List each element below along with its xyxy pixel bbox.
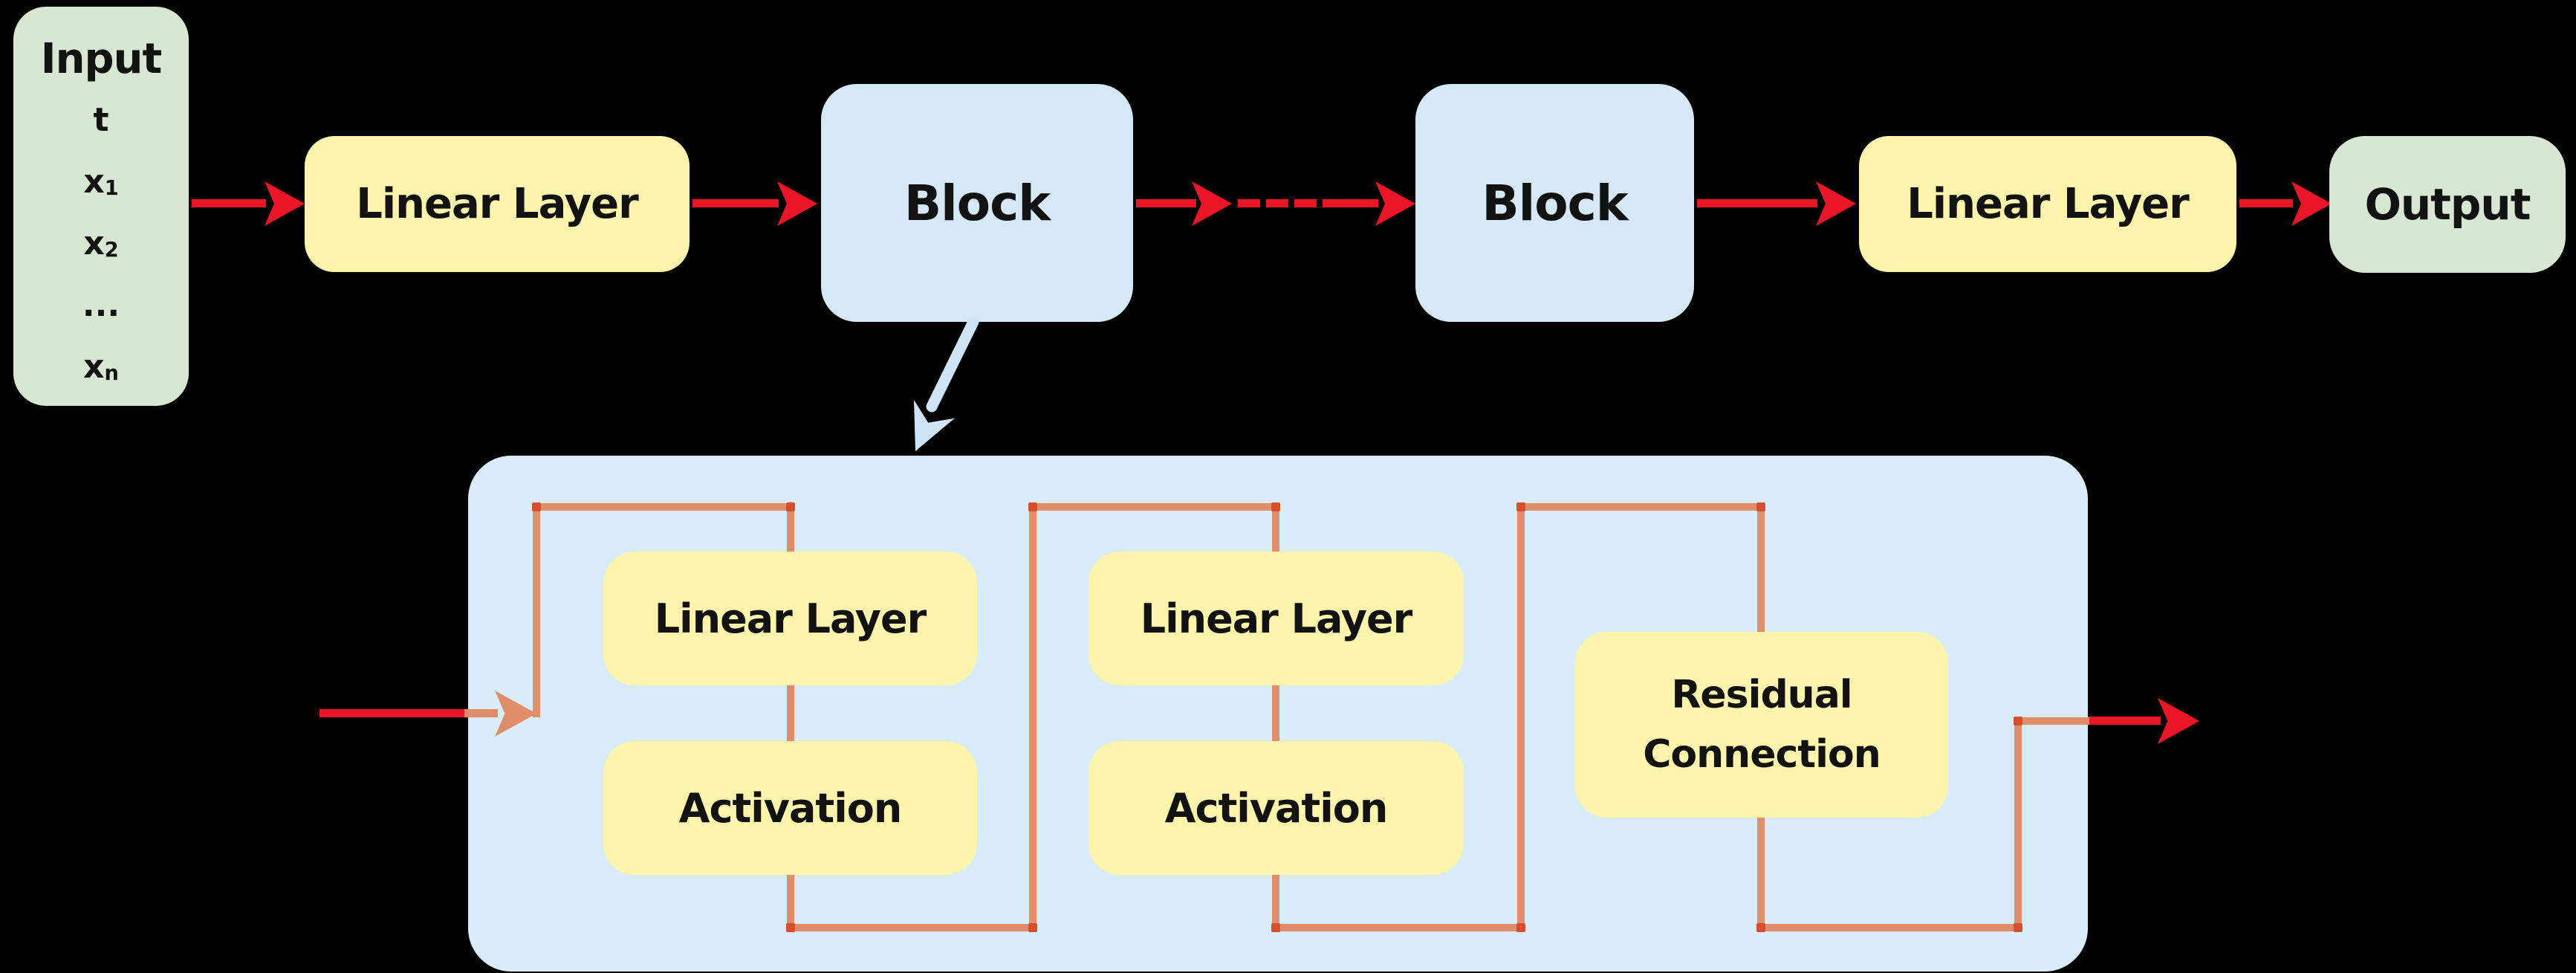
flow-arrow-line <box>192 199 266 207</box>
wire-segment <box>2014 717 2022 931</box>
wire-joint <box>532 502 541 511</box>
wire-segment <box>533 503 540 717</box>
expand-arrow-icon <box>914 316 979 451</box>
residual-connection-node: Residual Connection <box>1575 632 1948 818</box>
arrowhead-icon <box>1816 181 1856 226</box>
input-variable: t <box>93 101 109 139</box>
wire-segment <box>533 503 794 511</box>
wire-segment <box>787 503 794 931</box>
input-node: Input t x1 x2 ... xn <box>13 7 189 406</box>
arrow-dash <box>1238 199 1260 207</box>
wire-joint <box>786 923 795 932</box>
wire-joint <box>1271 502 1280 511</box>
arrowhead-icon <box>1375 181 1415 226</box>
wire-segment <box>1272 924 1525 931</box>
arrowhead-icon <box>1192 181 1232 226</box>
wire-joint <box>1756 502 1765 511</box>
flow-arrow-line <box>2239 199 2293 207</box>
input-variable-ellipsis: ... <box>82 286 120 324</box>
input-variable: xn <box>83 348 119 386</box>
wire-segment <box>1272 503 1279 931</box>
arrowhead-icon <box>265 181 305 226</box>
wire-segment <box>1029 503 1036 931</box>
input-variable: x1 <box>83 163 119 201</box>
arrow-dash <box>1294 199 1317 207</box>
wire-joint <box>1516 923 1525 932</box>
dashed-arrow-line <box>1323 199 1378 207</box>
wire-segment <box>787 924 1036 931</box>
panel-entry-arrow-line <box>319 709 464 717</box>
arrow-dash <box>1266 199 1288 207</box>
input-variable-list: t x1 x2 ... xn <box>82 91 120 400</box>
wire-joint <box>2014 717 2022 725</box>
block-node-2: Block <box>1415 84 1694 322</box>
flow-arrow-line <box>692 199 779 207</box>
input-node-title: Input <box>40 35 162 83</box>
wire-segment <box>2014 717 2092 725</box>
block-node-1: Block <box>821 84 1133 322</box>
wire-joint <box>786 502 795 511</box>
wire-joint <box>1028 923 1037 932</box>
detail-linear-layer-node-1: Linear Layer <box>603 552 977 685</box>
dashed-arrow-line <box>1136 199 1196 207</box>
linear-layer-node-2: Linear Layer <box>1859 136 2236 272</box>
output-node: Output <box>2329 136 2566 273</box>
arrowhead-icon <box>2291 181 2332 226</box>
detail-activation-node-1: Activation <box>603 741 977 875</box>
detail-linear-layer-node-2: Linear Layer <box>1089 552 1464 685</box>
input-variable: x2 <box>83 224 119 262</box>
flow-arrow-line <box>1697 199 1817 207</box>
detail-activation-node-2: Activation <box>1089 741 1464 875</box>
wire-joint <box>2014 923 2022 932</box>
wire-segment <box>1517 503 1525 931</box>
arrowhead-icon <box>777 181 817 226</box>
wire-segment <box>1517 503 1765 511</box>
panel-exit-arrow-line <box>2089 717 2161 725</box>
wire-joint <box>1028 502 1037 511</box>
wire-joint <box>1271 923 1280 932</box>
linear-layer-node-1: Linear Layer <box>305 136 690 272</box>
wire-segment <box>1757 924 2022 931</box>
wire-joint <box>1516 502 1525 511</box>
wire-segment <box>1029 503 1279 511</box>
wire-segment <box>464 709 498 717</box>
wire-joint <box>1756 923 1765 932</box>
exit-arrowhead-icon <box>2158 698 2199 744</box>
